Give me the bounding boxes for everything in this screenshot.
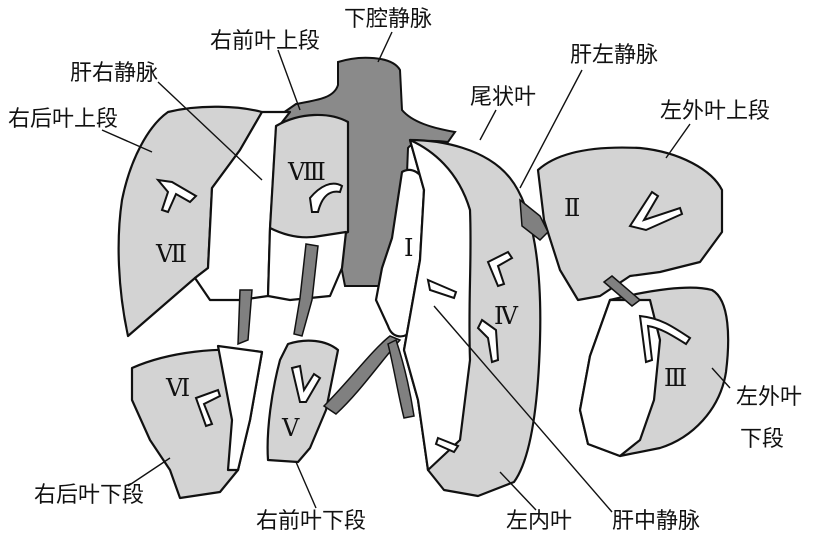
leader-left-lateral-superior	[665, 123, 691, 159]
label-middle-hepatic-vein: 肝中静脉	[612, 509, 700, 534]
leader-left-medial-lobe	[499, 471, 537, 511]
portal-vessel-left-lateral	[602, 275, 642, 307]
segment-vi-white-region	[216, 344, 264, 472]
label-right-posterior-superior: 右后叶上段	[8, 107, 118, 132]
segment-numeral-v: Ⅴ	[281, 414, 300, 442]
leader-right-hepatic-vein	[157, 81, 263, 181]
label-right-hepatic-vein: 肝右静脉	[70, 61, 158, 86]
vein-branch-i	[426, 278, 458, 300]
vein-branch-vi	[194, 388, 222, 428]
segment-numeral-iii: Ⅲ	[664, 364, 687, 392]
vein-branch-iv-upper	[486, 250, 514, 288]
label-caudate-lobe: 尾状叶	[470, 85, 536, 110]
vein-branch-iv-lower	[434, 436, 460, 454]
label-left-medial-lobe: 左内叶	[506, 509, 572, 534]
leader-right-anterior-superior	[277, 49, 301, 111]
leader-inferior-vena-cava	[377, 31, 393, 63]
portal-vessel-right-posterior	[237, 289, 253, 346]
segment-numeral-i: Ⅰ	[404, 234, 413, 262]
segment-ii-shape	[536, 146, 724, 302]
label-right-anterior-inferior: 右前叶下段	[256, 509, 366, 534]
vein-branch-iv-middle	[476, 318, 500, 364]
label-left-lateral-inferior-line1: 左外叶	[736, 385, 802, 410]
segment-numeral-ii: Ⅱ	[564, 194, 580, 222]
leader-middle-hepatic-vein	[433, 305, 613, 513]
segment-numeral-iv: Ⅳ	[494, 302, 519, 330]
segment-numeral-vii: Ⅶ	[155, 240, 187, 268]
vein-branch-v	[290, 364, 322, 403]
leader-right-posterior-superior	[101, 129, 153, 153]
portal-vessel-right-anterior	[293, 243, 319, 337]
portal-vessel-caudate	[519, 198, 549, 241]
segment-vii-shape	[117, 105, 264, 338]
label-right-posterior-inferior: 右后叶下段	[34, 483, 144, 508]
vein-branch-iii	[638, 314, 692, 364]
vein-branch-ii	[628, 190, 684, 232]
leader-caudate-lobe	[479, 109, 497, 141]
portal-vessel-main-left	[322, 335, 402, 415]
label-left-hepatic-vein: 肝左静脉	[570, 43, 658, 68]
label-inferior-vena-cava: 下腔静脉	[344, 7, 432, 32]
leader-left-lateral-inferior	[711, 367, 731, 389]
label-left-lateral-inferior-line2: 下段	[740, 427, 784, 452]
vein-branch-vii	[155, 178, 198, 214]
segment-numeral-vi: Ⅵ	[165, 374, 190, 402]
leader-right-anterior-inferior	[295, 461, 317, 509]
leader-left-hepatic-vein	[519, 69, 583, 189]
leader-right-posterior-inferior	[127, 457, 171, 487]
label-right-anterior-superior: 右前叶上段	[210, 29, 320, 54]
portal-vessel-main-right	[387, 338, 415, 419]
label-left-lateral-superior: 左外叶上段	[660, 99, 770, 124]
vein-branch-viii	[308, 182, 344, 213]
segment-numeral-viii: Ⅷ	[287, 158, 326, 186]
